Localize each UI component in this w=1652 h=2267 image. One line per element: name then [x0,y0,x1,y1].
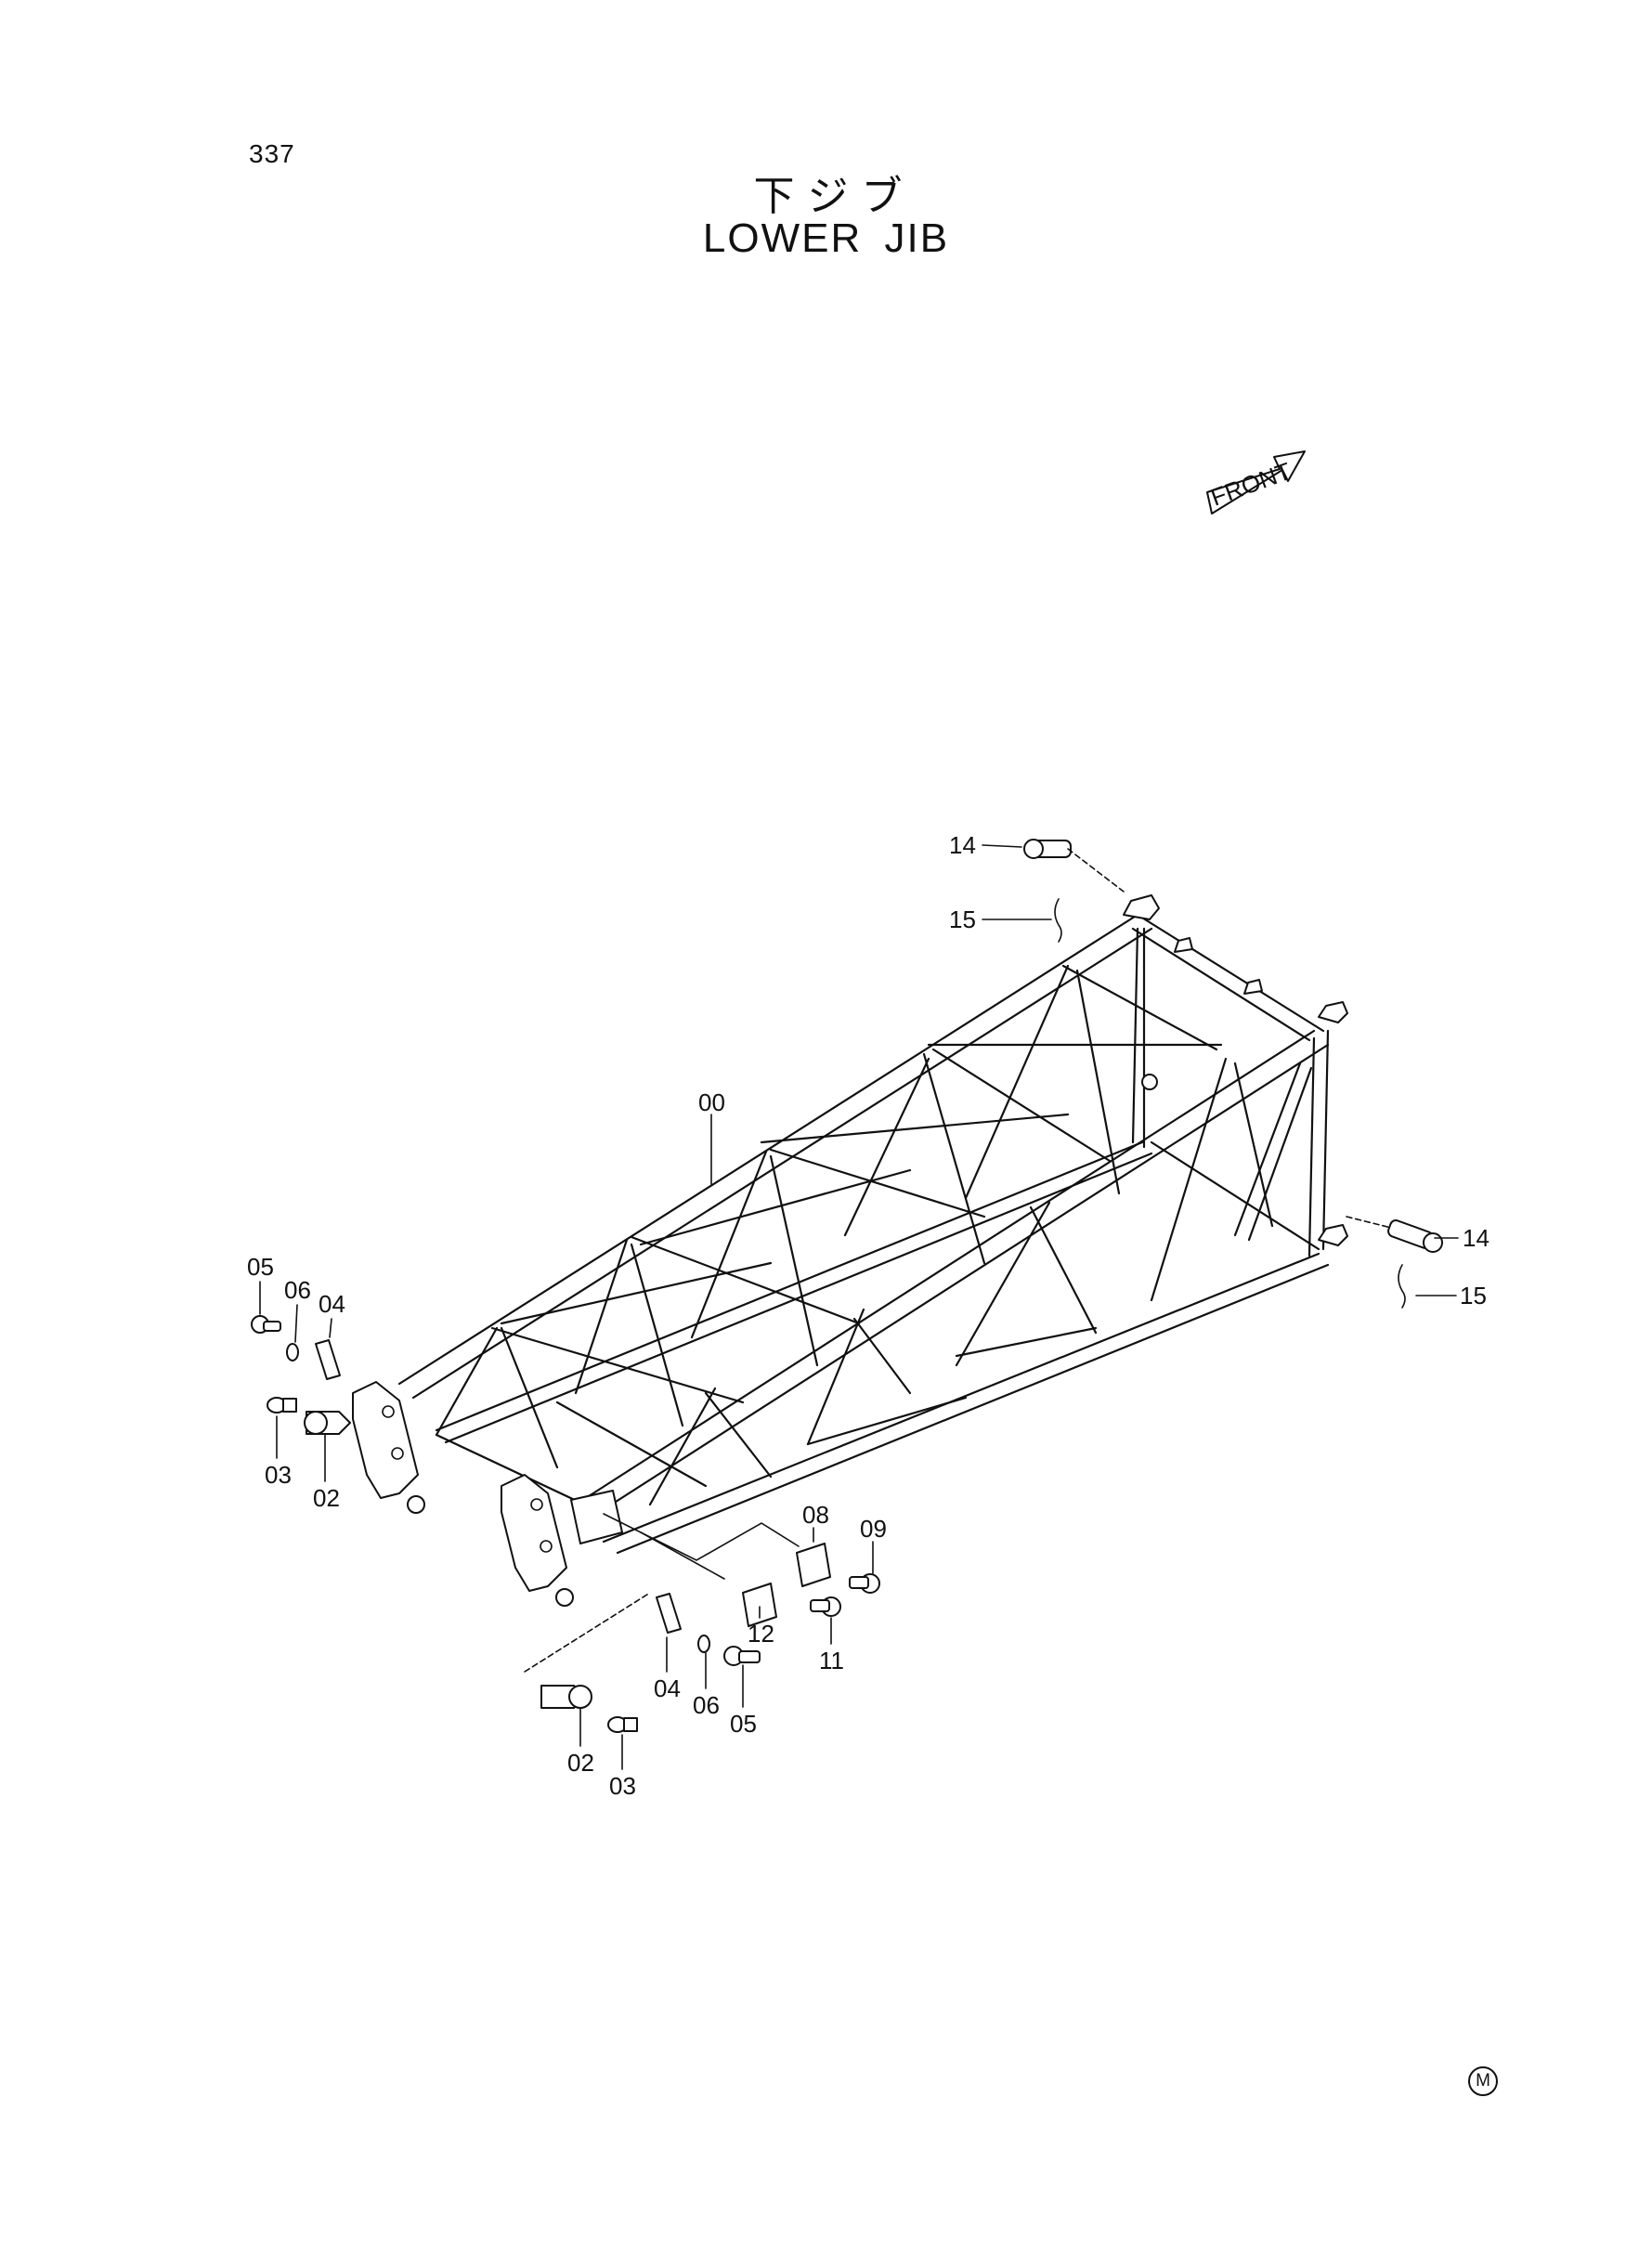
front-arrow-label: FRONT [1207,457,1295,512]
callout-labels: 14 15 14 15 00 05 06 04 03 02 08 09 12 1… [247,831,1489,1800]
page-number: 337 [249,139,295,168]
callout-04-bottom: 04 [654,1674,681,1702]
callout-14-top: 14 [949,831,976,859]
jib-lattice-frame [352,894,1348,1607]
callout-06-left: 06 [284,1276,311,1304]
title-english: LOWER JIB [702,215,950,261]
callout-15-top: 15 [949,905,976,933]
callout-02-left: 02 [313,1484,340,1512]
callout-05-left: 05 [247,1253,274,1281]
front-arrow-icon: FRONT [1206,450,1306,515]
callout-03-left: 03 [265,1461,292,1489]
callout-leaders [259,844,1459,1770]
callout-09: 09 [860,1515,887,1543]
callout-08: 08 [802,1501,829,1529]
callout-12: 12 [748,1620,774,1648]
callout-11: 11 [819,1647,844,1674]
callout-06-bottom: 06 [693,1691,720,1719]
footer-circled-mark: M [1468,2066,1498,2096]
callout-15-right: 15 [1460,1282,1487,1309]
callout-04-left: 04 [319,1290,345,1318]
callout-05-bottom: 05 [730,1710,757,1738]
callout-14-right: 14 [1463,1224,1489,1252]
title-japanese: 下ジブ [753,173,916,220]
callout-02-bottom: 02 [567,1749,594,1777]
callout-03-bottom: 03 [609,1772,636,1800]
jib-parts [251,839,1443,1733]
callout-00: 00 [698,1088,725,1116]
